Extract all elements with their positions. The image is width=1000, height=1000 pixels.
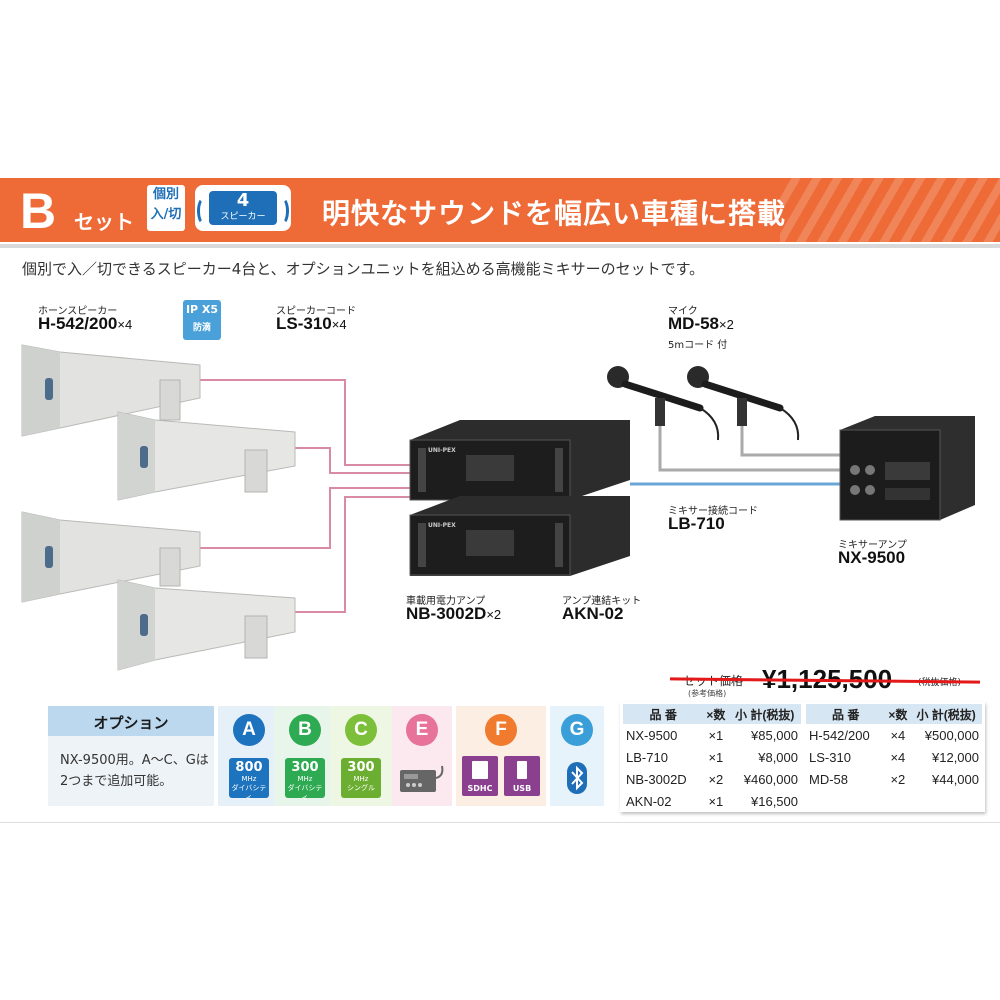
table-row: LB-710×1¥8,000: [626, 749, 798, 765]
wireless-800-diversity-icon: 800 MHz ダイバシティ: [229, 758, 269, 801]
usb-icon: USB: [504, 756, 540, 796]
mic-cord-lines: [658, 425, 840, 472]
option-f: F SDHC USB: [456, 706, 546, 806]
amp-kit-sublabel: アンプ連結キット: [562, 596, 642, 607]
set-letter: B: [20, 183, 57, 239]
power-amp-sublabel: 車載用電力アンプ: [406, 596, 486, 607]
option-a: A 800 MHz ダイバシティ: [218, 706, 280, 806]
switch-badge-line1: 個別: [152, 187, 179, 202]
table-row: NB-3002D×2¥460,000: [626, 771, 798, 787]
reference-price-label: (参考価格): [688, 689, 727, 698]
col-header: ×数: [885, 704, 911, 724]
option-letter: A: [233, 714, 265, 746]
col-header: 小 計(税抜): [910, 704, 982, 724]
splashproof-text: 防滴: [192, 323, 211, 333]
options-description: NX-9500用。A〜C、Gは2つまで追加可能。: [60, 753, 209, 789]
col-header: ×数: [703, 704, 729, 724]
option-e: E: [392, 706, 452, 806]
speaker-cord-model: LS-310×4: [276, 314, 347, 333]
price-table-left: 品 番 ×数 小 計(税抜) NX-9500×1¥85,000 LB-710×1…: [623, 704, 801, 812]
mixer-amp-icon: [839, 416, 975, 521]
headline: 明快なサウンドを幅広い車種に搭載: [322, 197, 787, 230]
power-amp-icon: [409, 496, 630, 576]
bluetooth-icon: [567, 762, 587, 794]
horn-speaker-icon: [117, 411, 296, 501]
amp-kit-model: AKN-02: [562, 604, 624, 623]
sound-wave-icon: [275, 197, 289, 225]
player-unit-icon: [400, 765, 444, 792]
mixer-amp-model: NX-9500: [838, 548, 906, 567]
switch-badge-line2: 入/切: [150, 207, 182, 222]
mic-model: MD-58×2: [668, 314, 734, 333]
amp-brand-label: UNI-PEX: [428, 522, 456, 529]
power-amp-icon: [409, 420, 630, 501]
speaker-count-text: スピーカー: [220, 212, 266, 222]
col-header: 小 計(税抜): [728, 704, 801, 724]
option-letter: E: [406, 714, 438, 746]
mic-sublabel: マイク: [668, 306, 698, 317]
table-row: AKN-02×1¥16,500: [626, 793, 798, 809]
set-description: 個別で入／切できるスピーカー4台と、オプションユニットを組込める高機能ミキサーの…: [22, 260, 705, 278]
option-c: C 300 MHz シングル: [330, 706, 392, 806]
mixer-cord-model: LB-710: [668, 514, 725, 533]
price-table-panel: 品 番 ×数 小 計(税抜) NX-9500×1¥85,000 LB-710×1…: [620, 702, 985, 812]
individual-switch-badge: 個別 入/切: [147, 185, 185, 231]
sd-card-icon: SDHC: [462, 756, 498, 796]
mixer-cord-sublabel: ミキサー接続コード: [668, 506, 758, 517]
sound-wave-icon: [197, 197, 211, 225]
price-table-right: 品 番 ×数 小 計(税抜) H-542/200×4¥500,000 LS-31…: [806, 704, 982, 790]
wireless-300-single-icon: 300 MHz シングル: [341, 758, 381, 798]
mixer-amp-sublabel: ミキサーアンプ: [838, 540, 907, 551]
power-amp-model: NB-3002D×2: [406, 604, 502, 623]
speaker-cord-lines: [200, 379, 412, 613]
option-letter: B: [289, 714, 321, 746]
option-letter: F: [485, 714, 517, 746]
option-letter: G: [561, 714, 593, 746]
option-b: B 300 MHz ダイバシティ: [274, 706, 336, 806]
horn-speaker-icon: [21, 511, 201, 603]
microphone-icon: [687, 366, 800, 441]
col-header: 品 番: [623, 704, 704, 724]
col-header: 品 番: [806, 704, 886, 724]
microphone-icon: [607, 366, 720, 441]
speaker-count: 4: [236, 190, 250, 211]
table-row: MD-58×2¥44,000: [809, 771, 979, 787]
footer-divider: [0, 822, 1000, 823]
horn-speaker-model: H-542/200×4: [38, 314, 133, 333]
horn-speaker-icon: [21, 344, 201, 437]
ipx5-text: IP X5: [185, 303, 219, 316]
horn-speaker-icon: [117, 579, 296, 671]
horn-speaker-sublabel: ホーンスピーカー: [38, 306, 118, 317]
banner-stripes: [780, 178, 1000, 242]
table-row: NX-9500×1¥85,000: [626, 727, 798, 743]
options-header: [48, 706, 214, 736]
wireless-300-diversity-icon: 300 MHz ダイバシティ: [285, 758, 325, 801]
options-title: オプション: [93, 714, 169, 732]
set-label: セット: [74, 210, 134, 234]
option-g: G: [550, 706, 604, 806]
divider: [0, 244, 1000, 248]
speaker-count-badge: 4 スピーカー: [195, 185, 291, 231]
mic-note: 5mコード 付: [668, 340, 728, 351]
speaker-cord-sublabel: スピーカーコード: [276, 306, 356, 317]
ipx5-badge: IP X5 防滴: [183, 300, 221, 340]
amp-brand-label: UNI-PEX: [428, 447, 456, 454]
table-row: LS-310×4¥12,000: [809, 749, 979, 765]
table-row: H-542/200×4¥500,000: [809, 727, 979, 743]
option-letter: C: [345, 714, 377, 746]
